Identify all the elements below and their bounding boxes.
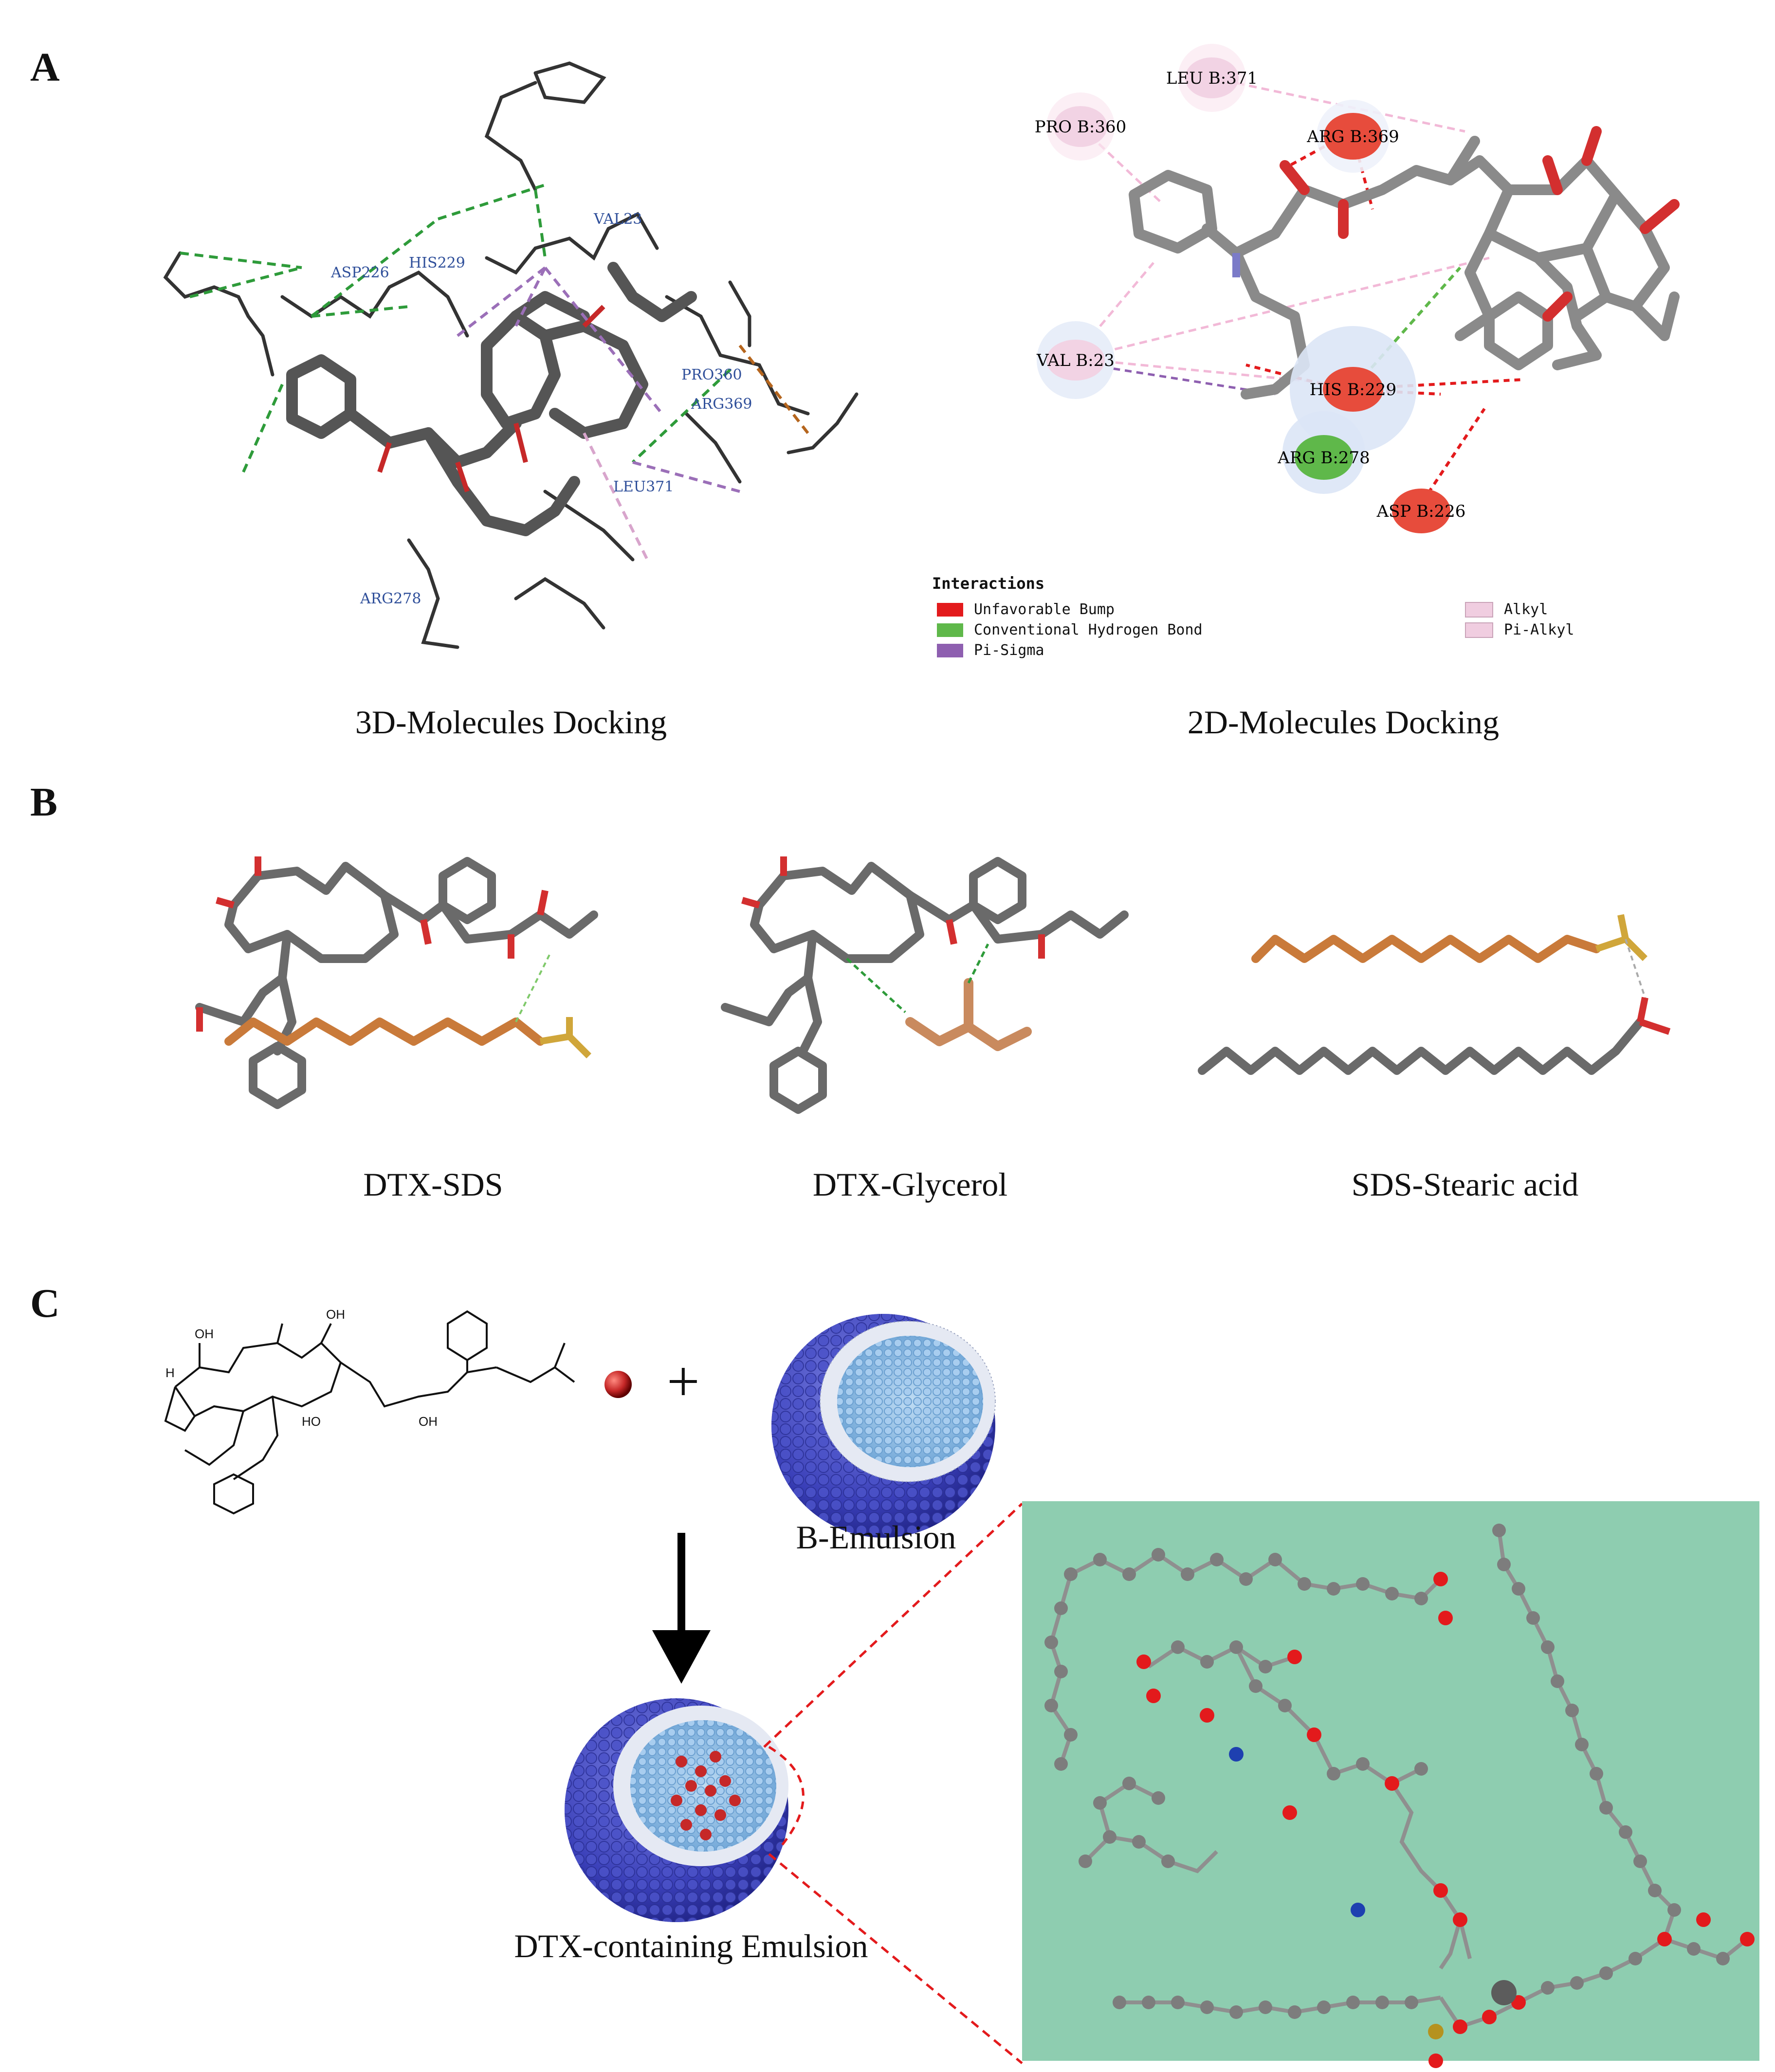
residue-label-pro360: PRO360	[681, 366, 742, 383]
legend-swatch	[937, 602, 963, 617]
caption-b-emulsion: B-Emulsion	[796, 1519, 956, 1556]
legend-item-pi-sigma: Pi-Sigma	[937, 642, 1044, 659]
plus-sign: +	[667, 1349, 700, 1414]
legend-swatch	[937, 643, 963, 657]
bubble-his229: HIS B:229	[1310, 380, 1397, 400]
panel-letter-b: B	[30, 780, 58, 825]
legend-item-pi-alkyl: Pi-Alkyl	[1465, 621, 1574, 638]
legend-label: Pi-Alkyl	[1504, 621, 1574, 638]
red-drug-particle	[604, 1371, 632, 1398]
process-arrow	[652, 1533, 711, 1684]
residue-label-leu371: LEU371	[613, 478, 674, 495]
legend-swatch	[1465, 622, 1493, 638]
legend-label: Pi-Sigma	[974, 642, 1044, 659]
dtx-structure: OH OH HO OH H	[164, 1307, 575, 1515]
bubble-val23: VAL B:23	[1036, 351, 1115, 370]
legend-label: Alkyl	[1504, 601, 1548, 618]
label-oh-3: OH	[419, 1414, 438, 1429]
caption-sds-stearic-acid: SDS-Stearic acid	[1351, 1166, 1579, 1203]
caption-dtx-glycerol: DTX-Glycerol	[812, 1166, 1008, 1203]
dtx-emulsion-sphere	[565, 1698, 805, 1922]
panel-letter-c: C	[30, 1281, 60, 1326]
bubble-arg278: ARG B:278	[1277, 448, 1370, 468]
legend-label: Unfavorable Bump	[974, 601, 1115, 618]
legend-swatch	[937, 623, 963, 637]
label-h: H	[165, 1365, 175, 1380]
legend-swatch	[1465, 601, 1493, 618]
bubble-arg369: ARG B:369	[1306, 127, 1399, 146]
caption-dtx-sds: DTX-SDS	[363, 1166, 503, 1203]
legend-label: Conventional Hydrogen Bond	[974, 621, 1203, 638]
label-oh-2: OH	[326, 1307, 345, 1322]
legend-item-unfavorable-bump: Unfavorable Bump	[937, 601, 1115, 618]
inset-ball-stick-model	[1044, 1524, 1755, 2068]
dtx-glycerol-model	[721, 856, 1129, 1114]
panel-letter-a: A	[30, 45, 60, 90]
bubble-pro360: PRO B:360	[1035, 117, 1127, 137]
residue-label-arg278: ARG278	[360, 590, 421, 607]
residue-label-arg369: ARG369	[691, 396, 752, 413]
molecular-inset	[1022, 1501, 1759, 2068]
legend-item-hydrogen-bond: Conventional Hydrogen Bond	[937, 621, 1203, 638]
legend-title: Interactions	[932, 574, 1045, 593]
bubble-asp226: ASP B:226	[1376, 502, 1466, 521]
docking-2d-figure: LEU B:371 PRO B:360 ARG B:369 VAL B:23 H…	[1035, 44, 1680, 533]
label-oh-1: OH	[195, 1327, 214, 1341]
residue-label-asp226: ASP226	[330, 264, 389, 281]
caption-3d-docking: 3D-Molecules Docking	[355, 704, 667, 741]
bubble-leu371: LEU B:371	[1166, 69, 1258, 88]
zoom-connectors	[763, 1503, 1023, 2064]
docking-3d-figure: VAL23 ASP226 HIS229 PRO360 ARG369 LEU371…	[163, 61, 859, 649]
residue-label-val23: VAL23	[593, 211, 642, 228]
legend-item-alkyl: Alkyl	[1465, 601, 1548, 618]
caption-2d-docking: 2D-Molecules Docking	[1187, 704, 1500, 741]
caption-dtx-containing-emulsion: DTX-containing Emulsion	[514, 1927, 868, 1964]
label-ho: HO	[302, 1414, 321, 1429]
sds-stearic-acid-model	[1198, 914, 1671, 1075]
b-emulsion-sphere	[771, 1314, 996, 1538]
residue-label-his229: HIS229	[409, 254, 465, 272]
dtx-sds-model	[195, 856, 598, 1109]
